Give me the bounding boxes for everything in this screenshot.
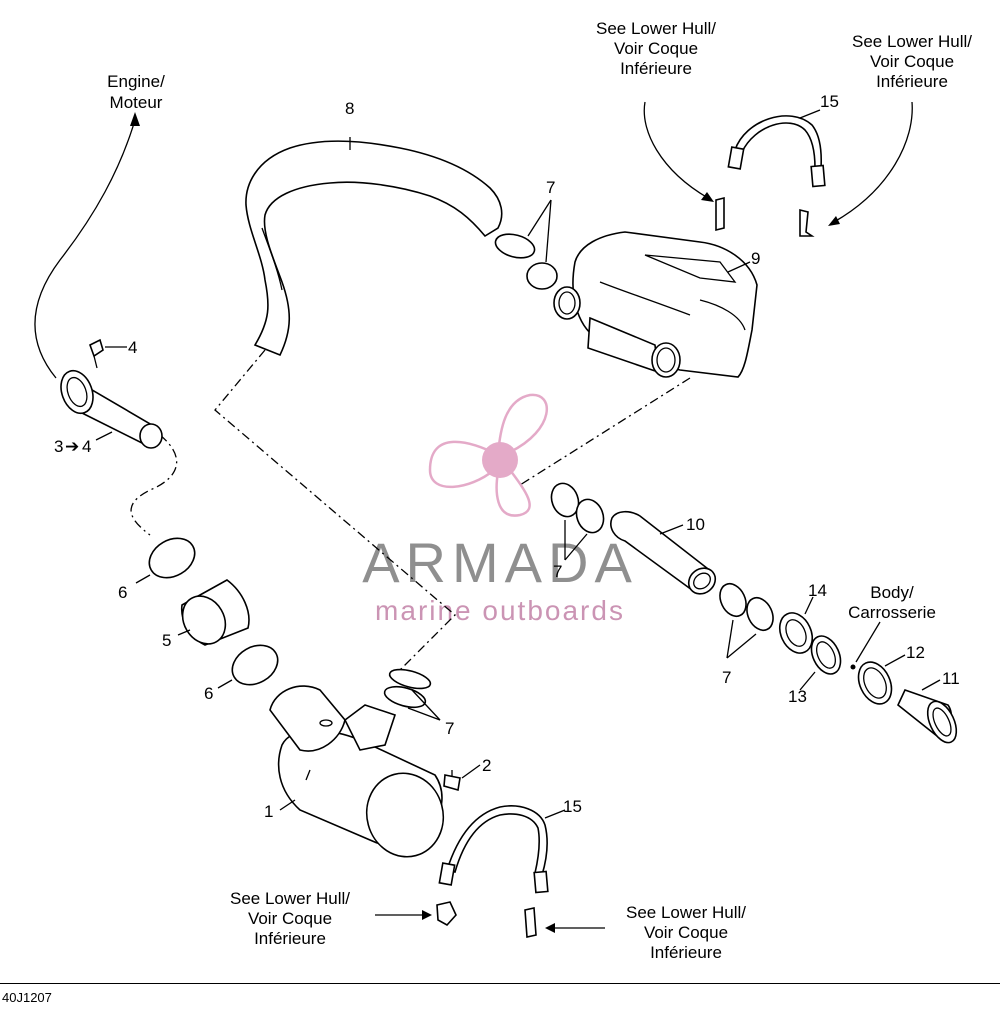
- label-part-11: 11: [942, 669, 960, 688]
- lower-hull-brackets: [436, 196, 815, 938]
- label-part-3-4: 3: [54, 437, 63, 456]
- svg-text:See Lower Hull/: See Lower Hull/: [626, 903, 746, 922]
- part-12-gasket: [857, 661, 893, 705]
- lower-hull-callout-top-right: See Lower Hull/ Voir Coque Inférieure: [852, 32, 972, 91]
- svg-text:Engine/: Engine/: [107, 72, 165, 91]
- part-9-water-box: [553, 231, 758, 378]
- svg-text:Moteur: Moteur: [110, 93, 163, 112]
- label-part-9: 9: [751, 249, 760, 268]
- part-15-strap-top: [727, 115, 826, 188]
- svg-text:Voir Coque: Voir Coque: [614, 39, 698, 58]
- svg-text:Inférieure: Inférieure: [650, 943, 722, 962]
- part-3-engine-outlet: [60, 369, 163, 449]
- part-13-gasket: [810, 635, 842, 675]
- label-part-1: 1: [264, 802, 273, 821]
- engine-callout: Engine/ Moteur: [107, 72, 165, 112]
- frame-bottom-rule: [0, 983, 1000, 984]
- part-7-clamps: [383, 233, 774, 709]
- svg-text:See Lower Hull/: See Lower Hull/: [596, 19, 716, 38]
- label-part-10: 10: [686, 515, 705, 534]
- part-14-nut: [778, 612, 814, 654]
- svg-text:Voir Coque: Voir Coque: [644, 923, 728, 942]
- part-6-clamps: [148, 537, 279, 686]
- label-part-6-upper: 6: [118, 583, 127, 602]
- label-part-7-mid-left: 7: [553, 562, 562, 581]
- watermark-brand: ARMADA: [362, 531, 638, 594]
- part-4-fitting: [89, 338, 104, 369]
- part-8-exhaust-hose: [245, 140, 503, 357]
- label-part-2: 2: [482, 756, 491, 775]
- svg-text:Voir Coque: Voir Coque: [870, 52, 954, 71]
- label-part-3-4-end: 4: [82, 437, 91, 456]
- watermark-tagline: marine outboards: [375, 595, 625, 626]
- label-part-7-top: 7: [546, 178, 555, 197]
- assembly-dash-lines: [130, 349, 691, 671]
- label-part-7-mid-right: 7: [722, 668, 731, 687]
- svg-text:Inférieure: Inférieure: [876, 72, 948, 91]
- svg-text:See Lower Hull/: See Lower Hull/: [230, 889, 350, 908]
- reference-code: 40J1207: [2, 990, 52, 1005]
- part-15-strap-bottom: [438, 805, 549, 894]
- svg-text:Carrosserie: Carrosserie: [848, 603, 936, 622]
- lower-hull-callout-bottom-right: See Lower Hull/ Voir Coque Inférieure: [626, 903, 746, 962]
- svg-text:Inférieure: Inférieure: [254, 929, 326, 948]
- label-part-12: 12: [906, 643, 925, 662]
- lower-hull-callout-top-left: See Lower Hull/ Voir Coque Inférieure: [596, 19, 716, 78]
- svg-text:Voir Coque: Voir Coque: [248, 909, 332, 928]
- label-part-6-lower: 6: [204, 684, 213, 703]
- part-1-muffler: [269, 685, 445, 858]
- part-10-tail-pipe: [610, 510, 717, 595]
- label-part-13: 13: [788, 687, 807, 706]
- label-part-5: 5: [162, 631, 171, 650]
- label-part-7-lower: 7: [445, 719, 454, 738]
- lower-hull-callout-bottom-left: See Lower Hull/ Voir Coque Inférieure: [230, 889, 350, 948]
- label-part-3-4-arrow: ➔: [65, 437, 79, 456]
- label-part-8: 8: [345, 99, 354, 118]
- label-part-14: 14: [808, 581, 827, 600]
- armada-watermark: ARMADA marine outboards: [362, 393, 638, 626]
- svg-text:Inférieure: Inférieure: [620, 59, 692, 78]
- body-reference-dot: [850, 664, 856, 670]
- leader-lines: [34, 101, 941, 933]
- propeller-logo-icon: [428, 393, 548, 517]
- part-2-fitting: [443, 770, 461, 792]
- svg-text:See Lower Hull/: See Lower Hull/: [852, 32, 972, 51]
- part-11-outlet-fitting: [897, 689, 958, 744]
- body-callout: Body/ Carrosserie: [848, 583, 936, 622]
- label-part-15-top: 15: [820, 92, 839, 111]
- label-part-4: 4: [128, 338, 137, 357]
- part-5-coupler-hose: [180, 579, 250, 646]
- label-part-15-bottom: 15: [563, 797, 582, 816]
- part-number-labels: 8 7 9 15 4 3 ➔ 4 7 10 14 7 12 11 13 6 5 …: [54, 92, 960, 821]
- svg-text:Body/: Body/: [870, 583, 914, 602]
